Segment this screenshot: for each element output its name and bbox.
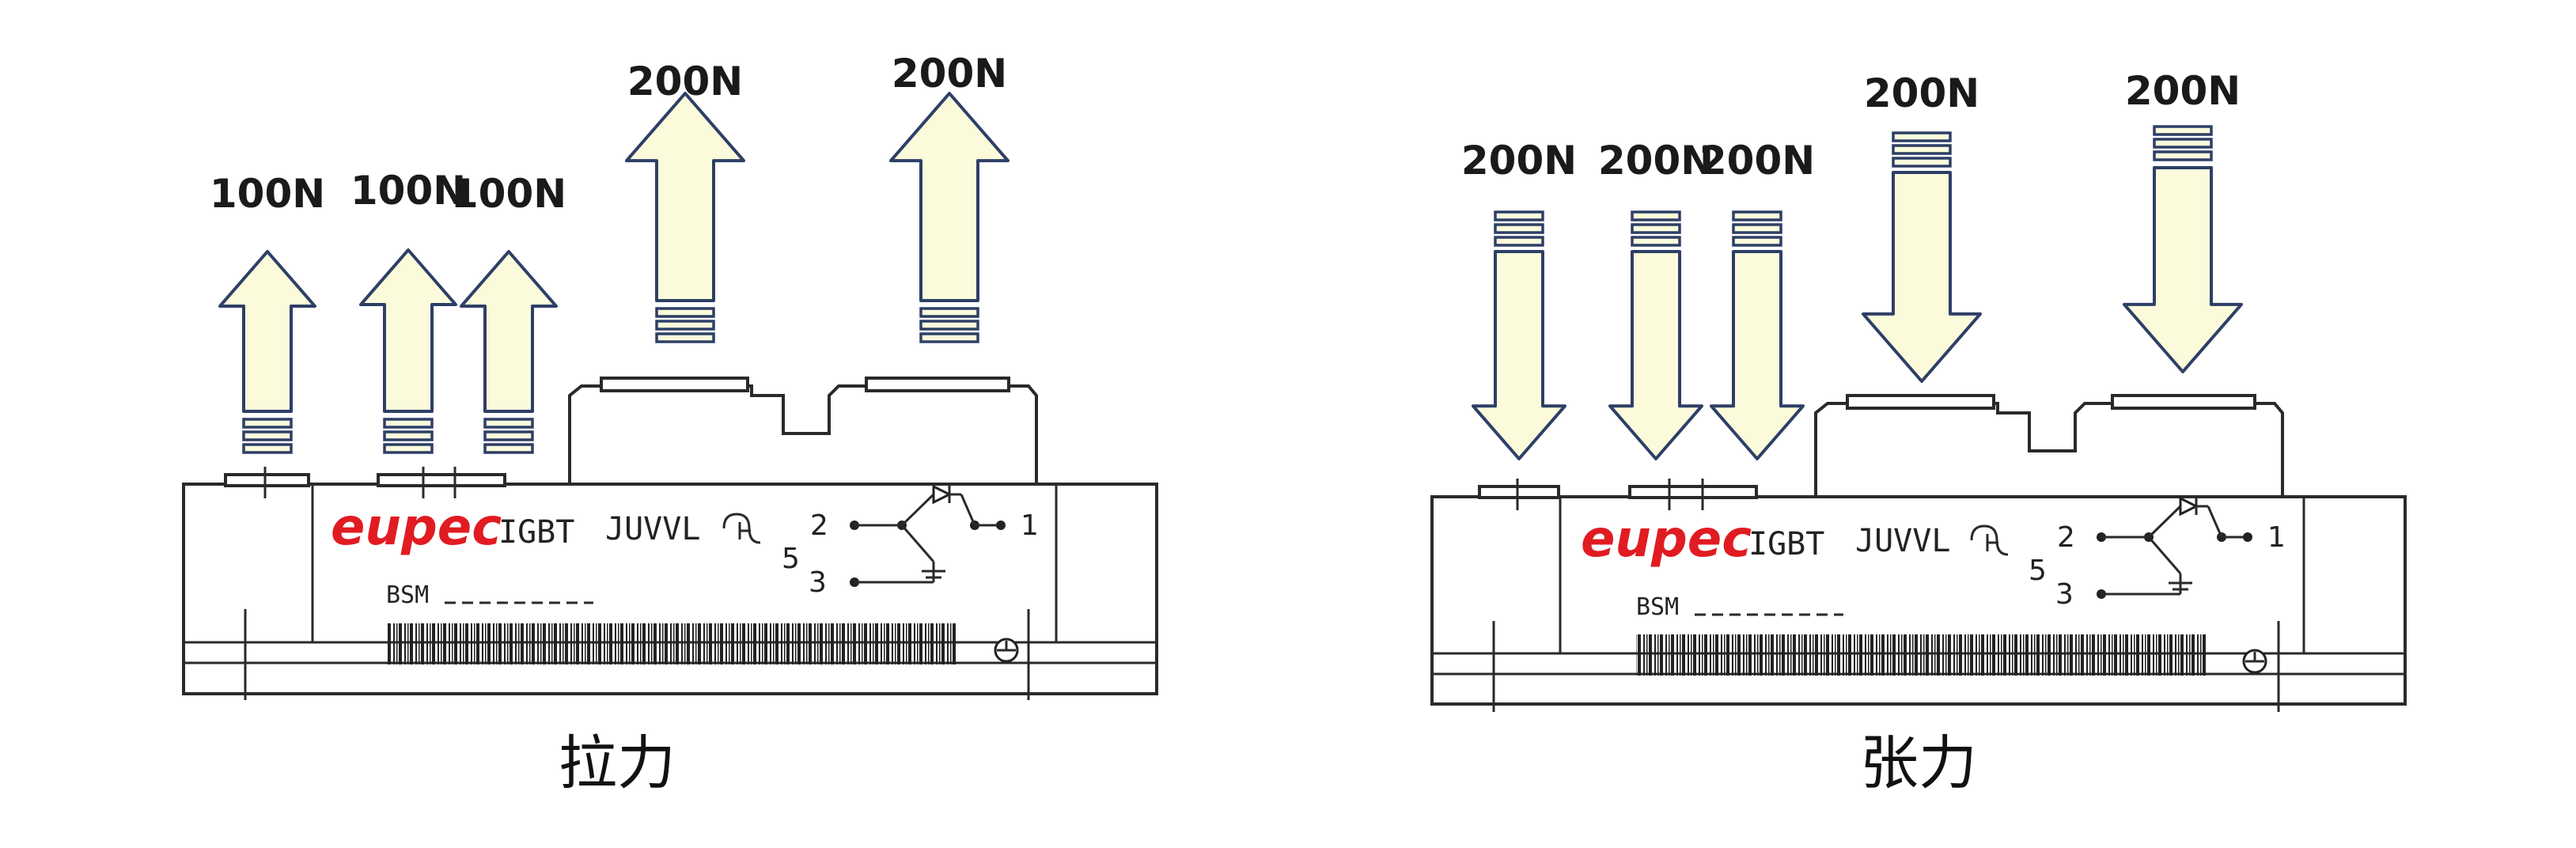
pin-1: 1 xyxy=(1021,509,1039,542)
barcode xyxy=(388,623,957,664)
force-label: 200N xyxy=(1598,138,1714,184)
force-arrow-up: 100N xyxy=(451,171,566,454)
pin-2: 2 xyxy=(2057,521,2075,554)
force-arrow-down: 200N xyxy=(1461,138,1577,460)
pin-3: 3 xyxy=(2055,578,2074,611)
logo-mark: JUVVL xyxy=(605,511,700,547)
force-arrow-up: 200N xyxy=(625,59,745,343)
module-top-housing xyxy=(568,377,1038,488)
force-label: 100N xyxy=(451,171,566,217)
part-prefix: BSM xyxy=(1636,593,1679,621)
module-markings: eupec IGBT JUVVL BSM 2 5 3 1 xyxy=(331,484,1039,664)
force-label: 100N xyxy=(210,171,325,217)
panel-pull: eupec IGBT JUVVL BSM 2 5 3 1 xyxy=(182,51,1158,797)
pin-5: 5 xyxy=(782,543,800,575)
barcode xyxy=(1636,634,2206,676)
force-label: 200N xyxy=(1461,138,1577,184)
force-label: 200N xyxy=(1864,70,1979,116)
force-label: 200N xyxy=(892,51,1007,97)
module-type: IGBT xyxy=(1748,526,1824,562)
brand-logo: eupec xyxy=(331,498,502,557)
module-body xyxy=(1430,479,2407,712)
module-markings: eupec IGBT JUVVL BSM 2 5 3 1 xyxy=(1581,496,2286,676)
force-arrow-up: 200N xyxy=(889,51,1010,343)
pin-1: 1 xyxy=(2267,521,2286,554)
pin-5: 5 xyxy=(2029,555,2047,587)
ground-icon xyxy=(2242,649,2267,674)
force-arrow-down: 200N xyxy=(1699,138,1815,460)
logo-mark: JUVVL xyxy=(1855,523,1950,559)
ur-mark-icon xyxy=(722,513,761,544)
force-label: 100N xyxy=(350,168,466,214)
module-type: IGBT xyxy=(498,514,574,551)
igbt-circuit-symbol: 2 5 3 1 xyxy=(782,484,1039,599)
force-arrow-down: 200N xyxy=(2123,68,2243,373)
force-label: 200N xyxy=(2125,68,2241,114)
igbt-circuit-symbol: 2 5 3 1 xyxy=(2029,496,2286,611)
pin-2: 2 xyxy=(810,509,828,542)
module-top-housing xyxy=(1814,394,2284,500)
brand-logo: eupec xyxy=(1581,510,1752,569)
force-arrow-up: 100N xyxy=(350,168,466,454)
part-prefix: BSM xyxy=(386,581,429,609)
module-body xyxy=(182,467,1158,700)
force-label: 200N xyxy=(1699,138,1815,184)
pin-3: 3 xyxy=(809,566,827,599)
force-arrow-up: 100N xyxy=(210,171,325,454)
caption-tension: 张力 xyxy=(1860,729,1977,797)
force-arrow-down: 200N xyxy=(1862,70,1982,383)
ground-icon xyxy=(994,638,1019,663)
force-label: 200N xyxy=(627,59,743,104)
caption-pull: 拉力 xyxy=(559,729,676,797)
panel-tension: eupec IGBT JUVVL BSM 2 5 3 1 xyxy=(1430,68,2407,797)
ur-mark-icon xyxy=(1970,524,2009,556)
force-arrow-down: 200N xyxy=(1598,138,1714,460)
